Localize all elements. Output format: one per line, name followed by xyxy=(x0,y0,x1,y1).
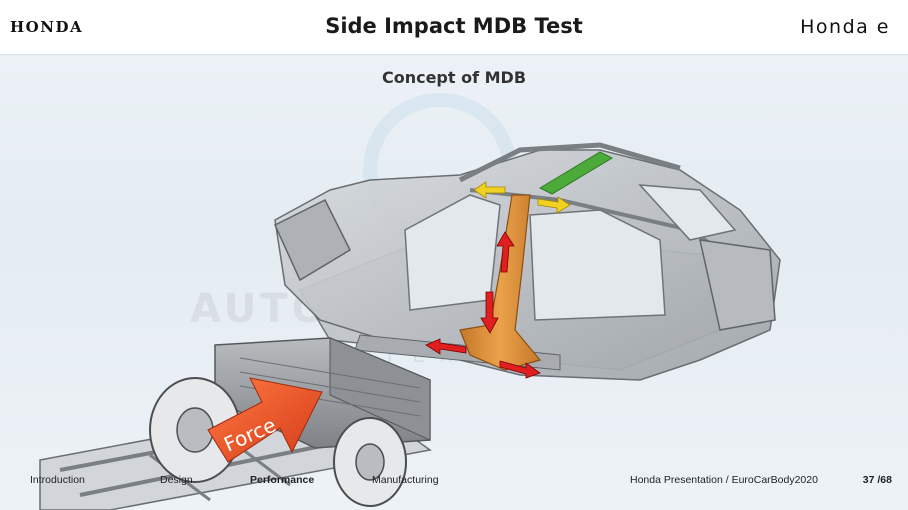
honda-e-logo: Honda e xyxy=(800,16,890,38)
car-body-in-white xyxy=(274,142,781,381)
presentation-source: Honda Presentation / EuroCarBody2020 xyxy=(630,474,818,486)
footer-nav-design[interactable]: Design xyxy=(160,474,193,486)
slide-subtitle: Concept of MDB xyxy=(381,68,527,87)
yellow-arrow-right xyxy=(537,196,571,214)
slide-title: Side Impact MDB Test xyxy=(325,14,583,38)
page-number: 37 /68 xyxy=(862,474,892,486)
footer-nav-performance[interactable]: Performance xyxy=(250,474,315,486)
honda-logo: HONDA xyxy=(10,18,84,36)
footer-nav-introduction[interactable]: Introduction xyxy=(30,474,85,486)
red-arrow-up xyxy=(496,231,515,273)
roof-rail-reinforcement xyxy=(538,151,614,195)
force-arrow xyxy=(207,377,323,463)
yellow-arrow-left xyxy=(473,181,506,199)
slide-footer: Introduction Design Performance Manufact… xyxy=(0,468,908,490)
slide-header: HONDA Side Impact MDB Test Honda e xyxy=(0,0,908,55)
red-arrow-rocker-right xyxy=(499,360,541,379)
footer-nav-manufacturing[interactable]: Manufacturing xyxy=(372,474,439,486)
red-arrow-rocker-left xyxy=(425,338,467,355)
load-path-arrows xyxy=(425,181,571,379)
red-arrow-down xyxy=(480,291,499,334)
mdb-barrier-trolley: Force xyxy=(39,337,432,510)
